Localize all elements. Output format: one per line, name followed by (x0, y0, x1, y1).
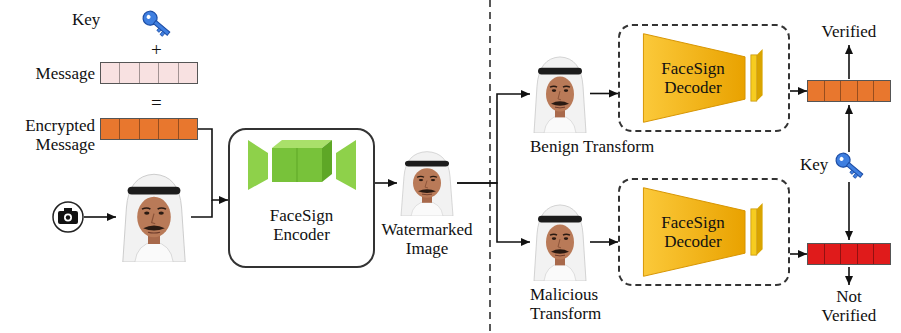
flow-arrow (375, 182, 397, 184)
image-caption: Benign Transform (530, 137, 670, 156)
bar-cell (858, 244, 875, 264)
flow-arrow (198, 129, 228, 200)
bar-label: Encrypted Message (11, 116, 95, 154)
camera-icon (53, 202, 83, 232)
bar-cell (825, 244, 842, 264)
face-illustration (118, 172, 190, 262)
bar-node: Encrypted Message (0, 116, 198, 154)
bar-cell (841, 244, 858, 264)
face-illustration (530, 203, 590, 281)
image-caption: Malicious Transform (530, 285, 670, 323)
key-icon (140, 8, 173, 39)
camera-arrow (84, 216, 116, 218)
bar-cell (101, 119, 120, 139)
text-column: Message (11, 64, 95, 83)
bar-cell (140, 63, 159, 83)
bar-cell (825, 81, 842, 101)
face-image (397, 150, 457, 216)
face-image (530, 55, 590, 133)
image-wire (191, 200, 212, 217)
outBottom-node: Not Verified (805, 243, 893, 325)
text-column: Malicious Transform (520, 285, 670, 323)
result-label: Verified (817, 22, 881, 41)
text-column: FaceSign Decoder (653, 213, 733, 251)
outTop-node: Verified (805, 22, 893, 102)
image-caption: Watermarked Image (372, 220, 482, 258)
message-bar (100, 62, 198, 84)
key-label: Key (800, 155, 828, 175)
divider-line (489, 0, 491, 333)
text-column: FaceSign Encoder (252, 206, 352, 244)
bar-cell (120, 119, 139, 139)
text-column: Verified (817, 22, 881, 41)
face-illustration (530, 55, 590, 133)
flow-arrow (790, 253, 807, 255)
camera-face-image (118, 172, 190, 262)
key-label: Key (72, 10, 100, 30)
bar-cell (159, 119, 178, 139)
operator-symbol: = (151, 93, 162, 113)
bar-cell (101, 63, 120, 83)
face-image (530, 203, 590, 281)
bar-cell (179, 63, 197, 83)
message-bar (807, 80, 891, 102)
bar-cell (841, 81, 858, 101)
bar-cell (140, 119, 159, 139)
decoder-node: FaceSign Decoder (618, 178, 790, 286)
text-column: Not Verified (817, 287, 881, 325)
message-bar (100, 118, 198, 140)
bar-cell (858, 81, 875, 101)
bar-cell (159, 63, 178, 83)
face-illustration (397, 150, 457, 216)
decoder-label: FaceSign Decoder (653, 213, 733, 251)
result-arrow (848, 45, 850, 79)
bar-cell (874, 244, 890, 264)
message-bar (807, 243, 891, 265)
bar-cell (808, 81, 825, 101)
encoder-node: FaceSign Encoder (228, 128, 375, 268)
result-label: Not Verified (817, 287, 881, 325)
bar-node: Message (0, 62, 198, 84)
flow-arrow (790, 90, 807, 92)
operator-symbol: + (151, 40, 162, 60)
text-column: Encrypted Message (11, 116, 95, 154)
flow-arrow (457, 94, 530, 183)
decoder-label: FaceSign Decoder (653, 59, 733, 97)
bar-cell (120, 63, 139, 83)
bar-cell (808, 244, 825, 264)
text-column: Benign Transform (520, 137, 670, 156)
key-arrow (848, 105, 850, 152)
flow-arrow (590, 93, 618, 95)
bar-cell (874, 81, 890, 101)
text-column: FaceSign Decoder (653, 59, 733, 97)
encoder-icon (246, 134, 358, 192)
result-arrow (848, 267, 850, 285)
face-node: Watermarked Image (372, 150, 482, 258)
bar-cell (179, 119, 197, 139)
decoder-node: FaceSign Decoder (618, 24, 790, 132)
flow-arrow (590, 241, 618, 243)
encoder-label: FaceSign Encoder (252, 206, 352, 244)
text-column: Watermarked Image (372, 220, 482, 258)
bar-label: Message (11, 64, 95, 83)
key-icon (833, 150, 866, 181)
key-arrow (848, 182, 850, 240)
